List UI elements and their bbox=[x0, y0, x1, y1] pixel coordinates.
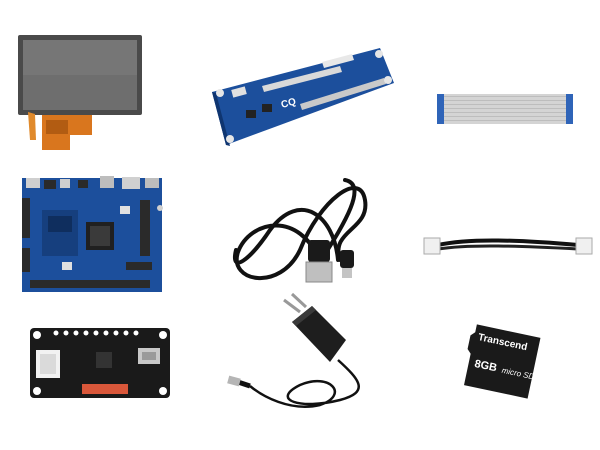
power-adapter bbox=[227, 292, 360, 408]
usb-a-plug bbox=[305, 240, 333, 283]
lcd-adapter-board: CQ bbox=[212, 48, 394, 146]
microsd-capacity: 8GB bbox=[473, 358, 498, 374]
jst-wire-cable bbox=[423, 237, 593, 255]
ffc-ribbon-cable bbox=[437, 94, 573, 124]
main-development-board bbox=[22, 176, 163, 292]
debug-adapter-board bbox=[30, 328, 170, 398]
lcd-touch-panel bbox=[18, 35, 142, 150]
adapter-board-logo: CQ bbox=[280, 96, 298, 111]
mini-usb-plug bbox=[340, 250, 354, 278]
microsd-card: Transcend 8GB micro SD bbox=[464, 324, 541, 399]
